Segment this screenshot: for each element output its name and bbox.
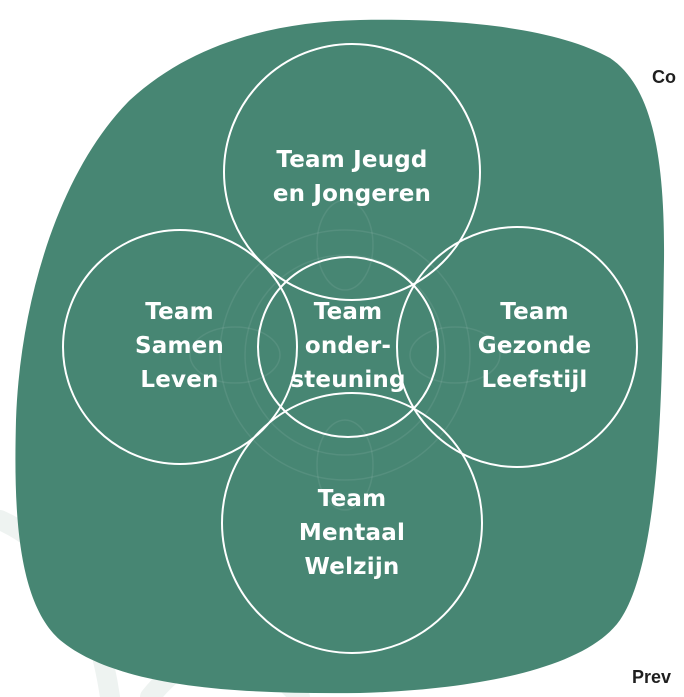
ornament-petal-right [409, 326, 501, 384]
ornament-petal-top [316, 199, 374, 291]
team-circles [62, 43, 638, 654]
cropped-text-bottom-right: Prev [632, 667, 672, 687]
team-ondersteuning-label: Team onder- steuning [290, 299, 406, 393]
circle-team-ondersteuning [257, 256, 439, 438]
circle-team-samen-leven [62, 229, 298, 465]
circle-team-jeugd-en-jongeren [223, 43, 481, 301]
ornament-ring-outer [219, 229, 471, 481]
mandala-ornament [189, 199, 501, 511]
team-samen-leven-label: Team Samen Leven [134, 299, 225, 393]
ornament-ring-inner [244, 254, 446, 456]
team-mentaal-welzijn-label: Team Mentaal Welzijn [298, 486, 406, 580]
green-blob-background [15, 19, 665, 694]
circle-team-mentaal-welzijn [221, 392, 483, 654]
cropped-text-top-right: Co [652, 67, 676, 87]
team-jeugd-en-jongeren-label: Team Jeugd en Jongeren [272, 147, 432, 207]
ornament-petal-left [189, 326, 281, 384]
circle-team-gezonde-leefstijl [396, 226, 638, 468]
team-gezonde-leefstijl-label: Team Gezonde Leefstijl [477, 299, 592, 393]
ornament-petal-bottom [316, 419, 374, 511]
